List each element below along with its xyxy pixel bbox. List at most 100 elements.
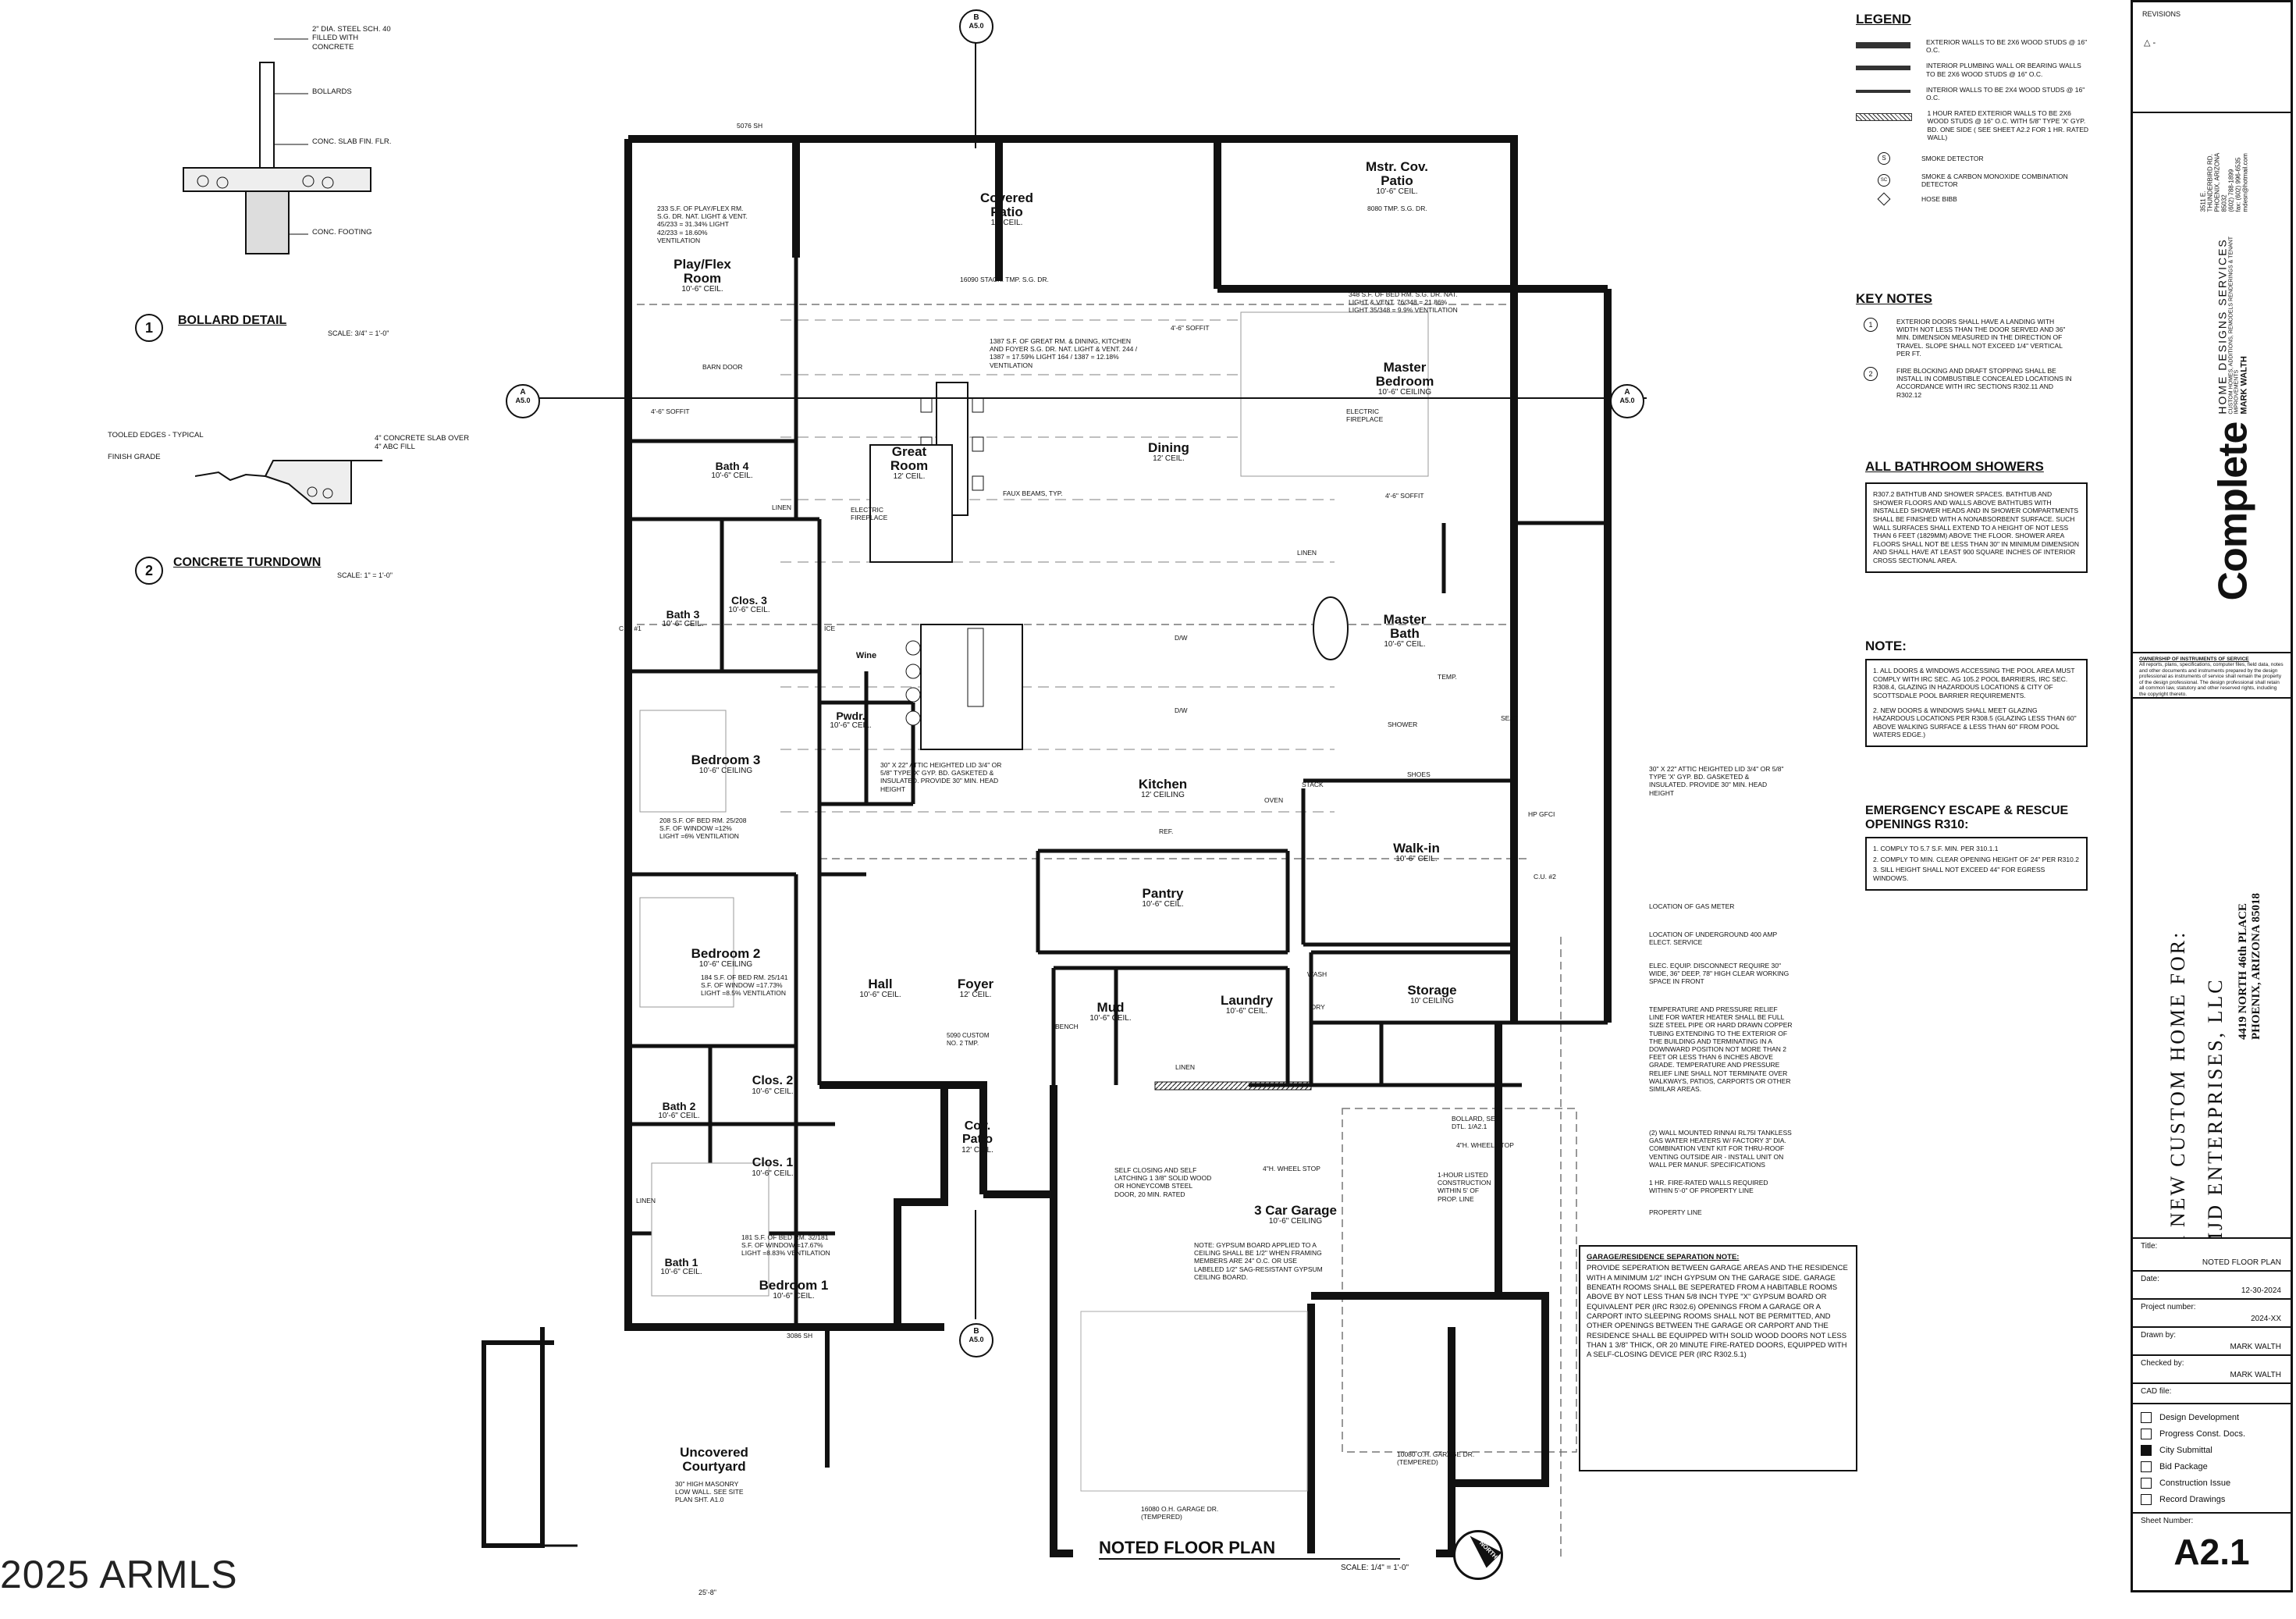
project-addr1: 4419 NORTH 46th PLACE xyxy=(2237,903,2249,1040)
bathroom-showers-title: ALL BATHROOM SHOWERS xyxy=(1865,459,2044,474)
room-bath3-ceil: 10'-6" CEIL. xyxy=(662,619,704,628)
phase-construction-issue[interactable]: Construction Issue xyxy=(2141,1475,2283,1491)
room-laundry-ceil: 10'-6" CEIL. xyxy=(1225,1006,1268,1016)
room-bed3: Bedroom 3 10'-6" CEILING xyxy=(683,753,769,775)
tb-field-cad-key: CAD file: xyxy=(2141,1387,2172,1396)
room-bath2-ceil: 10'-6" CEIL. xyxy=(658,1111,700,1120)
room-bed2-name: Bedroom 2 xyxy=(691,946,761,961)
phase-checkbox-3[interactable] xyxy=(2141,1444,2152,1456)
tb-field-project-key: Project number: xyxy=(2141,1303,2196,1311)
phase-bid-package[interactable]: Bid Package xyxy=(2141,1458,2283,1475)
cu1-label: C.U. #1 xyxy=(619,624,642,632)
tb-field-drawn: Drawn by: MARK WALTH xyxy=(2133,1328,2291,1356)
garage-door-1-label: 16080 O.H. GARAGE DR. (TEMPERED) xyxy=(1141,1505,1219,1521)
phase-checkbox-1[interactable] xyxy=(2141,1411,2152,1423)
room-clos3: Clos. 3 10'-6" CEIL. xyxy=(718,595,780,614)
room-bath4-ceil: 10'-6" CEIL. xyxy=(711,471,753,480)
tb-field-cad: CAD file: xyxy=(2133,1384,2291,1404)
linen-label-1: LINEN xyxy=(772,503,792,511)
turndown-detail-scale: SCALE: 1" = 1'-0" xyxy=(337,571,393,579)
company-block: Complete HOME DESIGNS SERVICES CUSTOM HO… xyxy=(2199,148,2256,601)
shoes-label: SHOES xyxy=(1407,770,1431,778)
tb-field-title-key: Title: xyxy=(2141,1242,2158,1251)
phase-checkbox-2[interactable] xyxy=(2141,1428,2152,1439)
company-name: Complete xyxy=(2210,422,2256,601)
legend-wall-ext xyxy=(1856,42,1910,48)
phase-design-development[interactable]: Design Development xyxy=(2141,1409,2283,1425)
room-bath3-name: Bath 3 xyxy=(666,608,700,621)
phase-label-5: Construction Issue xyxy=(2159,1478,2231,1488)
room-bath1: Bath 1 10'-6" CEIL. xyxy=(654,1257,709,1276)
tb-field-project-val: 2024-XX xyxy=(2251,1315,2281,1323)
phase-checkbox-6[interactable] xyxy=(2141,1493,2152,1505)
turndown-detail-title: CONCRETE TURNDOWN xyxy=(173,556,322,569)
key-note-1: EXTERIOR DOORS SHALL HAVE A LANDING WITH… xyxy=(1896,318,2066,358)
room-great-ceil: 12' CEIL. xyxy=(893,471,926,481)
revisions-box: REVISIONS △ - xyxy=(2133,2,2291,113)
great-room-note: 1387 S.F. OF GREAT RM. & DINING, KITCHEN… xyxy=(990,337,1138,369)
room-great: Great Room 12' CEIL. xyxy=(874,445,944,481)
room-bed2: Bedroom 2 10'-6" CEILING xyxy=(683,947,769,969)
legend-item-1: EXTERIOR WALLS TO BE 2x6 WOOD STUDS @ 16… xyxy=(1926,38,2088,55)
elec-service-callout: LOCATION OF UNDERGROUND 400 AMP ELECT. S… xyxy=(1649,930,1778,947)
phase-label-6: Record Drawings xyxy=(2159,1494,2226,1504)
fireplace-label-1: ELECTRIC FIREPLACE xyxy=(851,506,888,522)
top-dim-label: 5076 SH xyxy=(737,122,763,130)
egress: EMERGENCY ESCAPE & RESCUE OPENINGS R310:… xyxy=(1865,804,2088,891)
room-play: Play/Flex Room 10'-6" CEIL. xyxy=(656,258,749,294)
turndown-detail-number: 2 xyxy=(135,557,163,585)
tb-field-date-val: 12-30-2024 xyxy=(2241,1286,2281,1295)
section-mark-bottom-sheet: A5.0 xyxy=(969,1336,984,1343)
phase-checkbox-5[interactable] xyxy=(2141,1477,2152,1489)
tb-field-checked: Checked by: MARK WALTH xyxy=(2133,1356,2291,1384)
legend-symbol-2: SMOKE & CARBON MONOXIDE COMBINATION DETE… xyxy=(1921,172,2068,189)
fire-rated-callout: 1 HR. FIRE-RATED WALLS REQUIRED WITHIN 5… xyxy=(1649,1179,1768,1195)
section-mark-left: A A5.0 xyxy=(506,384,540,418)
room-cov-patio-ceil: 12' CEIL. xyxy=(961,1145,993,1155)
phase-progress-docs[interactable]: Progress Const. Docs. xyxy=(2141,1425,2283,1442)
phase-record-drawings[interactable]: Record Drawings xyxy=(2141,1491,2283,1507)
key-note-2: FIRE BLOCKING AND DRAFT STOPPING SHALL B… xyxy=(1896,366,2072,399)
room-covered-patio-name: Covered Patio xyxy=(979,190,1034,219)
room-bed2-ceil: 10'-6" CEILING xyxy=(698,959,753,969)
room-bed3-name: Bedroom 3 xyxy=(691,753,761,767)
phase-city-submittal[interactable]: City Submittal xyxy=(2141,1442,2283,1458)
room-bath4: Bath 4 10'-6" CEIL. xyxy=(701,461,763,480)
room-master-bed-name: Master Bedroom xyxy=(1375,360,1434,389)
room-pwdr-ceil: 10'-6" CEIL. xyxy=(830,721,872,730)
room-hall: Hall 10'-6" CEIL. xyxy=(857,977,904,999)
tb-field-title-val: NOTED FLOOR PLAN xyxy=(2202,1258,2281,1267)
bollard-detail-number: 1 xyxy=(135,314,163,342)
ownership-text: All reports, plans, specifications, comp… xyxy=(2139,662,2284,697)
linen-label-3: LINEN xyxy=(1175,1063,1196,1071)
key-note-1-num: 1 xyxy=(1864,318,1878,332)
room-courtyard-name: Uncovered Courtyard xyxy=(680,1445,748,1474)
key-notes: KEY NOTES 1 EXTERIOR DOORS SHALL HAVE A … xyxy=(1856,291,2090,399)
legend-item-4: 1 HOUR RATED EXTERIOR WALLS TO BE 2x6 WO… xyxy=(1927,109,2089,141)
room-kitchen-ceil: 12' CEILING xyxy=(1141,790,1185,799)
company-tag: CUSTOM HOMES, ADDITIONS, REMODELS RENDER… xyxy=(2228,237,2240,415)
section-mark-right: A A5.0 xyxy=(1610,384,1644,418)
room-pantry-ceil: 10'-6" CEIL. xyxy=(1142,899,1184,909)
bollard-detail-title: BOLLARD DETAIL xyxy=(178,314,287,327)
legend-title: LEGEND xyxy=(1856,12,1911,27)
phase-checkbox-4[interactable] xyxy=(2141,1461,2152,1472)
seat-label: SEAT xyxy=(1501,714,1518,722)
sheet-number-box: Sheet Number: A2.1 xyxy=(2133,1514,2291,1576)
stack-label: STACK xyxy=(1302,781,1324,788)
bollard-note-1: 2" DIA. STEEL SCH. 40 FILLED WITH CONCRE… xyxy=(312,25,391,52)
room-wine: Wine xyxy=(855,651,877,660)
phase-label-4: Bid Package xyxy=(2159,1461,2208,1471)
section-mark-top-sheet: A5.0 xyxy=(969,22,984,30)
legend: LEGEND EXTERIOR WALLS TO BE 2x6 WOOD STU… xyxy=(1856,12,2090,206)
tb-field-title: Title: NOTED FLOOR PLAN xyxy=(2133,1239,2291,1272)
linen-label-2: LINEN xyxy=(1297,549,1317,557)
room-clos3-name: Clos. 3 xyxy=(731,594,767,607)
room-pwdr: Pwdr. 10'-6" CEIL. xyxy=(827,710,874,730)
room-garage-name: 3 Car Garage xyxy=(1254,1203,1337,1218)
company-address: 3511 E. THUNDERBIRD RD. PHOENIX, ARIZONA… xyxy=(2199,153,2228,212)
room-bath2: Bath 2 10'-6" CEIL. xyxy=(652,1101,706,1120)
company-phone: (602) 788-1899 xyxy=(2227,169,2235,212)
room-clos2-name: Clos. 2 xyxy=(752,1074,794,1087)
egress-title: EMERGENCY ESCAPE & RESCUE OPENINGS R310: xyxy=(1865,804,2069,831)
